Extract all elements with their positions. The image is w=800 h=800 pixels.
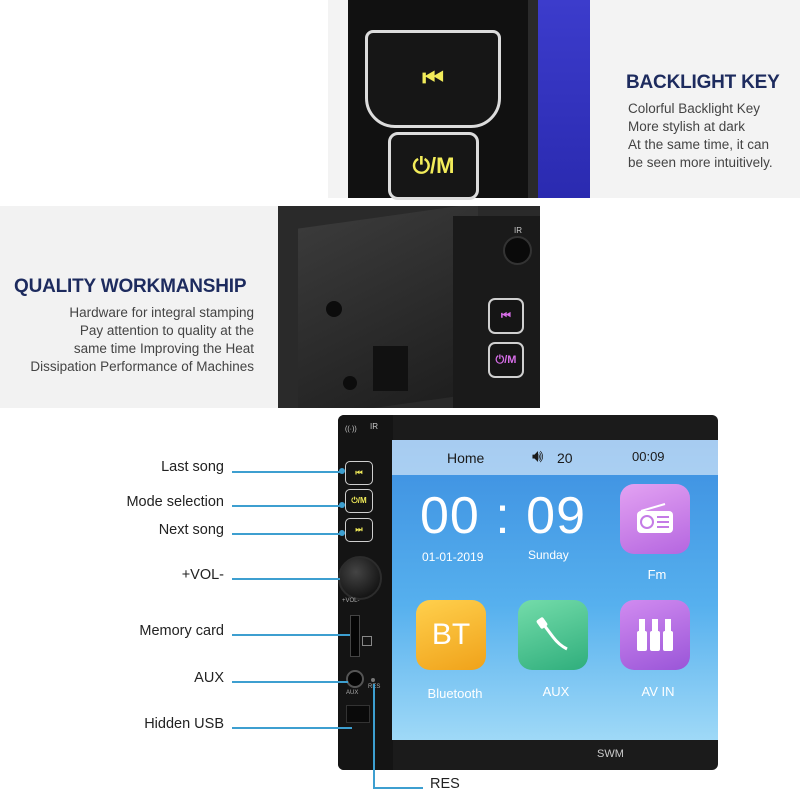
quality-desc-2: Pay attention to quality at the [79, 323, 254, 338]
callout-dot [339, 502, 345, 508]
previous-track-icon: ⏮ [355, 468, 363, 477]
power-mode-icon: ⏻/M [495, 353, 517, 366]
quality-section [0, 206, 290, 408]
callout-memory-card: Memory card [139, 623, 224, 639]
quality-title: QUALITY WORKMANSHIP [14, 276, 247, 297]
next-track-icon: ⏭ [355, 525, 363, 534]
quality-photo: IR ⏮ ⏻/M [278, 206, 540, 408]
callout-line [232, 533, 342, 535]
ir-label: IR [370, 422, 378, 431]
callout-line [232, 578, 340, 580]
callout-line [373, 787, 423, 789]
brand-label: SWM [597, 748, 624, 760]
day-label: Sunday [528, 548, 569, 562]
vol-label: +VOL- [342, 598, 360, 604]
callout-mode-selection: Mode selection [126, 494, 224, 510]
av-in-label: AV IN [641, 684, 675, 699]
mount-hole-icon [343, 376, 357, 390]
av-in-app-tile[interactable] [620, 600, 690, 670]
backlight-title: BACKLIGHT KEY [626, 72, 780, 93]
callout-dot [339, 530, 345, 536]
callout-vol: +VOL- [181, 567, 224, 583]
callout-line [232, 634, 350, 636]
backlight-bezel [528, 0, 540, 198]
backlight-prev-key: ⏮ [365, 30, 501, 128]
volume-knob[interactable] [338, 556, 382, 600]
quality-desc-3: same time Improving the Heat [73, 341, 254, 356]
aux-app-tile[interactable] [518, 600, 588, 670]
quality-mode-key: ⏻/M [488, 342, 524, 378]
power-mode-icon: ⏻/M [412, 153, 455, 178]
volume-knob-icon [503, 236, 532, 265]
date-label: 01-01-2019 [422, 550, 484, 564]
status-bar [392, 440, 718, 475]
callout-line [373, 684, 375, 788]
quality-desc-1: Hardware for integral stamping [69, 305, 254, 320]
previous-track-icon: ⏮ [501, 309, 511, 322]
bt-icon-text: BT [431, 618, 471, 651]
mount-hole-icon [326, 301, 342, 317]
backlight-screen-edge [538, 0, 590, 198]
reset-hole[interactable] [371, 678, 375, 682]
ir-label: IR [514, 226, 522, 235]
bracket [373, 346, 408, 391]
sd-card-icon [362, 636, 372, 646]
backlight-desc-1: Colorful Backlight Key [628, 101, 761, 116]
callout-line [232, 727, 352, 729]
power-mode-icon: ⏻/M [351, 496, 367, 505]
ir-sensor-icon: ((·)) [345, 426, 357, 433]
callout-next-song: Next song [158, 522, 224, 538]
quality-prev-key: ⏮ [488, 298, 524, 334]
aux-label: AUX [346, 690, 359, 696]
usb-port[interactable] [346, 705, 370, 723]
backlight-desc-3: At the same time, it can [628, 137, 770, 152]
backlight-desc-4: be seen more intuitively. [628, 155, 773, 170]
volume-level: 20 [557, 450, 573, 466]
last-song-button[interactable]: ⏮ [345, 461, 373, 485]
callout-dot [339, 468, 345, 474]
previous-track-icon: ⏮ [422, 65, 444, 92]
memory-card-slot[interactable] [350, 615, 360, 657]
home-label[interactable]: Home [447, 450, 485, 466]
callout-last-song: Last song [161, 459, 224, 475]
aux-app-label: AUX [542, 684, 570, 699]
bluetooth-label: Bluetooth [427, 686, 483, 701]
rca-connector-icon [637, 619, 673, 651]
clock-display: 00 : 09 [420, 487, 587, 545]
fm-label: Fm [647, 567, 667, 582]
quality-desc-4: Dissipation Performance of Machines [30, 359, 254, 374]
backlight-mode-key: ⏻/M [388, 132, 479, 200]
callout-line [232, 505, 342, 507]
mode-button[interactable]: ⏻/M [345, 489, 373, 513]
bluetooth-app-tile[interactable]: BT [416, 600, 486, 670]
callout-hidden-usb: Hidden USB [144, 716, 224, 732]
radio-icon [637, 503, 673, 533]
callout-line [232, 681, 348, 683]
callout-line [232, 471, 342, 473]
callout-res: RES [430, 776, 460, 792]
next-song-button[interactable]: ⏭ [345, 518, 373, 542]
fm-app-tile[interactable] [620, 484, 690, 554]
status-time: 00:09 [632, 449, 665, 464]
aux-jack[interactable] [346, 670, 364, 688]
callout-aux: AUX [194, 670, 224, 686]
aux-cable-icon [536, 617, 568, 651]
backlight-desc-2: More stylish at dark [628, 119, 746, 134]
speaker-icon[interactable]: 🔊︎ [532, 446, 544, 466]
